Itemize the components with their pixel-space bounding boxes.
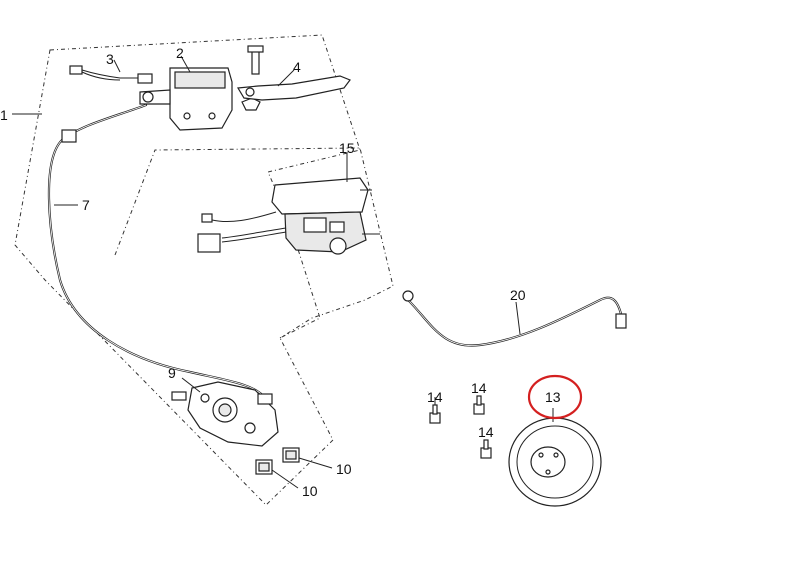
part-10-brake-pad-lower[interactable]: [255, 459, 299, 489]
assembly-outline-15: [114, 147, 394, 339]
highlight-circle-13: [527, 374, 583, 420]
callout-4: 4: [293, 59, 301, 75]
callout-14-left: 14: [427, 389, 443, 405]
part-10-brake-pad-upper[interactable]: [282, 447, 333, 469]
callout-20: 20: [510, 287, 526, 303]
callout-2: 2: [176, 45, 184, 61]
callout-7: 7: [82, 197, 90, 213]
callout-9: 9: [168, 365, 176, 381]
callout-10-lower: 10: [302, 483, 318, 499]
lever-pivot-bolt[interactable]: [241, 45, 264, 111]
part-7-brake-hose[interactable]: [47, 103, 267, 400]
callout-14-right: 14: [478, 424, 494, 440]
part-14-bolt-a[interactable]: [429, 397, 441, 424]
part-14-bolt-c[interactable]: [480, 439, 492, 459]
part-2-master-cylinder[interactable]: [139, 55, 233, 131]
callout-15: 15: [339, 140, 355, 156]
part-9-brake-caliper[interactable]: [171, 377, 279, 447]
callout-3: 3: [106, 51, 114, 67]
callout-14-middle: 14: [471, 380, 487, 396]
callout-13: 13: [545, 389, 561, 405]
part-13-brake-disc[interactable]: [508, 408, 602, 507]
part-20-throttle-cable[interactable]: [402, 290, 627, 347]
callout-10-upper: 10: [336, 461, 352, 477]
part-15-handlebar-switch[interactable]: [197, 152, 380, 255]
part-4-brake-lever[interactable]: [236, 69, 351, 101]
callout-1: 1: [0, 107, 8, 123]
part-14-bolt-b[interactable]: [473, 395, 485, 415]
part-3-wire-connector[interactable]: [69, 59, 153, 84]
